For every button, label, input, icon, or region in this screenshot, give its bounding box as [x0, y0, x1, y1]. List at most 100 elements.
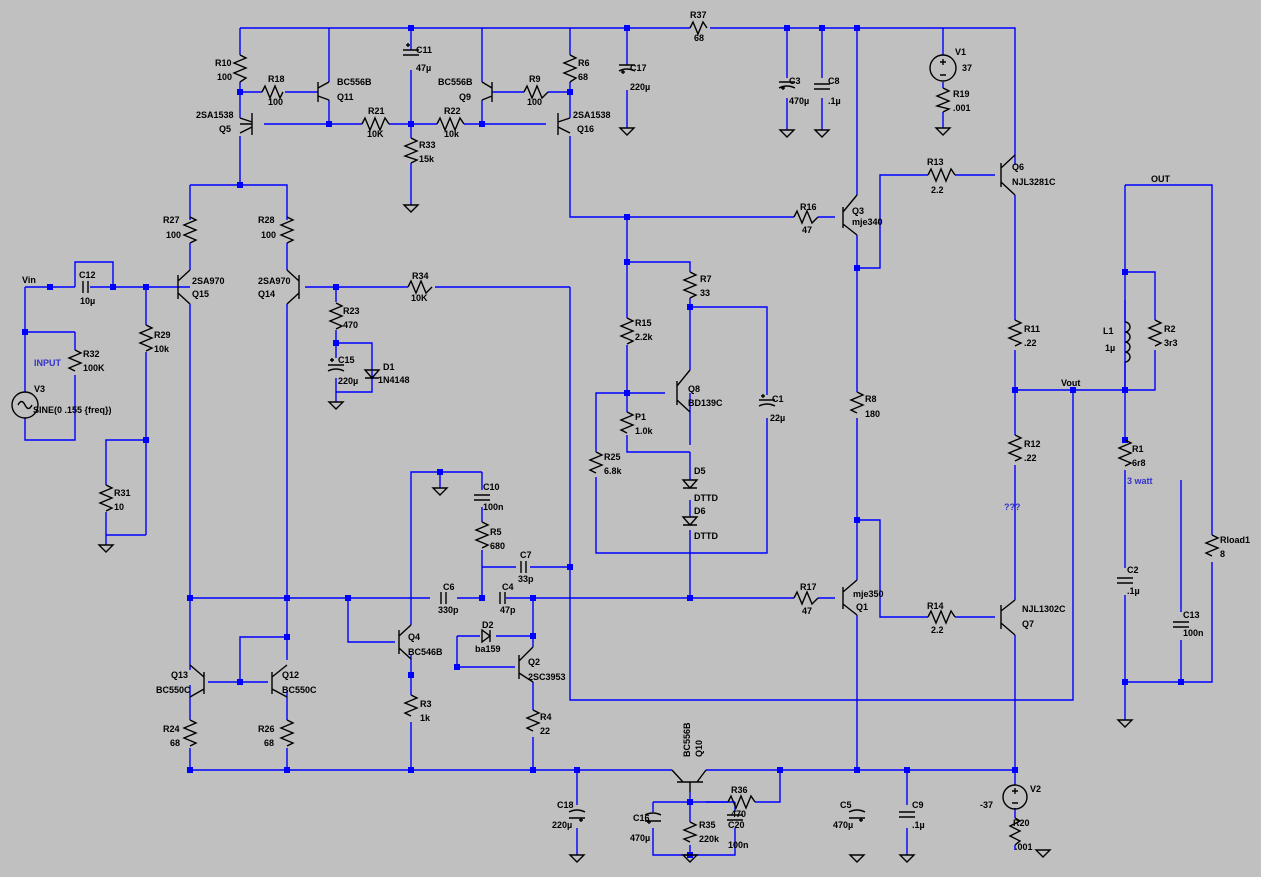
q15-ref: Q15	[192, 289, 209, 299]
diode-symbols	[363, 369, 699, 644]
q9-value: BC556B	[438, 77, 473, 87]
v3-value: SINE(0 .155 {freq})	[33, 405, 112, 415]
l1-ref: L1	[1103, 326, 1114, 336]
c4-ref: C4	[502, 582, 514, 592]
c20-ref: C20	[728, 820, 745, 830]
v2-value: -37	[980, 800, 993, 810]
r18-ref: R18	[268, 74, 285, 84]
r28-value: 100	[261, 230, 276, 240]
c6-value: 330p	[438, 605, 459, 615]
v3-ref: V3	[34, 384, 45, 394]
r24-value: 68	[170, 738, 180, 748]
r17-value: 47	[802, 606, 812, 616]
c16-value: 470µ	[630, 833, 650, 843]
r34-value: 10K	[411, 293, 428, 303]
c13-value: 100n	[1183, 628, 1204, 638]
r35-value: 220k	[699, 834, 720, 844]
r11-ref: R11	[1024, 324, 1040, 334]
capacitor-symbols	[82, 43, 1189, 824]
three-watt-annotation: 3 watt	[1127, 476, 1153, 486]
c3-value: 470µ	[789, 96, 809, 106]
q15-value: 2SA970	[192, 276, 225, 286]
r29-value: 10k	[154, 344, 170, 354]
q6-ref: Q6	[1012, 162, 1024, 172]
c16-ref: C16	[633, 813, 650, 823]
r9-ref: R9	[529, 74, 541, 84]
r16-ref: R16	[800, 202, 817, 212]
q16-ref: Q16	[577, 124, 594, 134]
r32-ref: R32	[83, 349, 100, 359]
r4-value: 22	[540, 726, 550, 736]
c9-value: .1µ	[912, 820, 925, 830]
r19-value: .001	[953, 103, 971, 113]
r2-value: 3r3	[1164, 338, 1178, 348]
r5-value: 680	[490, 541, 505, 551]
c7-ref: C7	[520, 550, 532, 560]
q12-value: BC550C	[282, 685, 317, 695]
v1-ref: V1	[955, 47, 966, 57]
q1-ref: Q1	[856, 602, 868, 612]
r5-ref: R5	[490, 527, 502, 537]
q13-value: BC550C	[156, 685, 191, 695]
q7-value: NJL1302C	[1022, 604, 1066, 614]
q12-ref: Q12	[282, 670, 299, 680]
c5-value: 470µ	[833, 820, 853, 830]
q13-ref: Q13	[171, 670, 188, 680]
r26-value: 68	[264, 738, 274, 748]
d1-value: 1N4148	[378, 375, 410, 385]
r19-ref: R19	[953, 89, 970, 99]
r7-value: 33	[700, 288, 710, 298]
r34-ref: R34	[412, 271, 429, 281]
d1-ref: D1	[383, 362, 395, 372]
l1-value: 1µ	[1105, 343, 1115, 353]
d5-ref: D5	[694, 466, 706, 476]
q6-value: NJL3281C	[1012, 177, 1056, 187]
voltage-sources	[11, 54, 1028, 810]
c18-ref: C18	[557, 800, 574, 810]
r22-ref: R22	[444, 106, 461, 116]
r29-ref: R29	[154, 330, 171, 340]
r22-value: 10k	[444, 129, 460, 139]
r23-ref: R23	[343, 306, 360, 316]
r33-value: 15k	[419, 154, 435, 164]
net-vin: Vin	[22, 275, 36, 285]
r12-value: .22	[1024, 453, 1037, 463]
net-vout: Vout	[1061, 378, 1080, 388]
d2-value: ba159	[475, 644, 501, 654]
r33-ref: R33	[419, 140, 436, 150]
q7-ref: Q7	[1022, 619, 1034, 629]
p1-value: 1.0k	[635, 426, 654, 436]
r14-value: 2.2	[931, 625, 944, 635]
r31-ref: R31	[114, 488, 131, 498]
component-labels: Vin Vout OUT INPUT 3 watt ??? V1 37 V2 -…	[22, 10, 1250, 852]
r6-ref: R6	[578, 58, 590, 68]
r3-value: 1k	[420, 713, 431, 723]
r21-ref: R21	[368, 106, 385, 116]
c10-ref: C10	[483, 482, 500, 492]
c18-value: 220µ	[552, 820, 572, 830]
c1-ref: C1	[772, 394, 784, 404]
q10-ref: Q10	[694, 740, 704, 757]
c2-value: .1µ	[1127, 586, 1140, 596]
c3-ref: C3	[789, 76, 801, 86]
r36-ref: R36	[731, 785, 748, 795]
question-annotation: ???	[1004, 502, 1021, 512]
q11-value: BC556B	[337, 77, 372, 87]
r25-value: 6.8k	[604, 466, 623, 476]
c6-ref: C6	[443, 582, 455, 592]
r37-ref: R37	[690, 10, 707, 20]
r8-value: 180	[865, 409, 880, 419]
r21-value: 10K	[367, 129, 384, 139]
c15-value: 220µ	[338, 376, 358, 386]
q10-value: BC556B	[682, 722, 692, 757]
d6-ref: D6	[694, 506, 706, 516]
r24-ref: R24	[163, 724, 180, 734]
v2-ref: V2	[1030, 784, 1041, 794]
c17-value: 220µ	[630, 82, 650, 92]
c7-value: 33p	[518, 574, 534, 584]
q14-ref: Q14	[258, 289, 275, 299]
net-out: OUT	[1151, 174, 1171, 184]
c1-value: 22µ	[770, 413, 785, 423]
q2-ref: Q2	[528, 657, 540, 667]
